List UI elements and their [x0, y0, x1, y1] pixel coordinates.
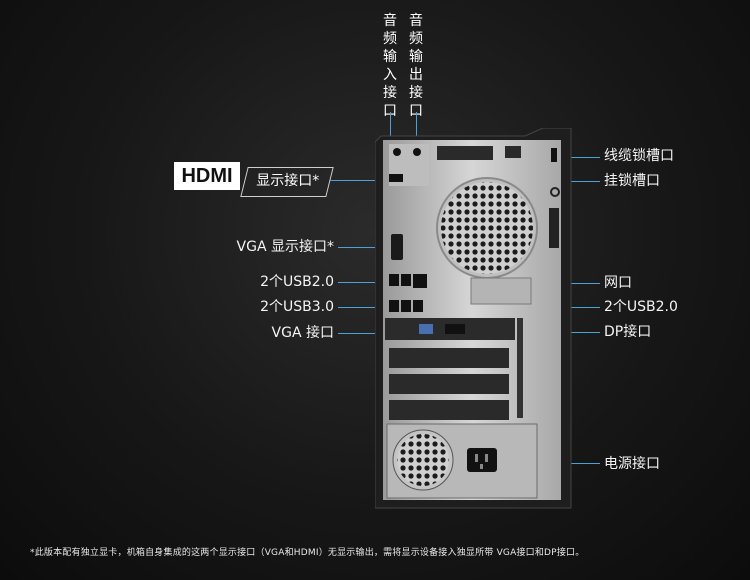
cable-lock-leader	[556, 157, 600, 158]
usb20-left-label: 2个USB2.0	[260, 274, 334, 290]
hdmi-leader	[330, 180, 392, 181]
hdmi-display-label: 显示接口*	[240, 167, 334, 197]
audio-out-leader	[416, 112, 417, 148]
vga-port-leader	[338, 333, 396, 334]
pc-tower-rear-image	[375, 128, 572, 509]
vga-display-label: VGA 显示接口*	[236, 239, 334, 255]
network-label: 网口	[604, 275, 632, 291]
hdmi-badge: HDMI	[174, 162, 240, 190]
padlock-label: 挂锁槽口	[604, 173, 660, 189]
usb20-left-leader	[338, 282, 390, 283]
footnote-text: *此版本配有独立显卡，机箱自身集成的这两个显示接口（VGA和HDMI）无显示输出…	[30, 548, 585, 558]
usb30-left-leader	[338, 307, 390, 308]
usb30-left-label: 2个USB3.0	[260, 299, 334, 315]
audio-in-leader	[390, 112, 391, 148]
vga-port-label: VGA 接口	[271, 325, 334, 341]
usb20-right-label: 2个USB2.0	[604, 299, 678, 315]
vga-display-leader	[338, 247, 394, 248]
power-label: 电源接口	[604, 456, 660, 472]
audio-out-label: 音频输出接口	[409, 13, 423, 119]
cable-lock-label: 线缆锁槽口	[604, 148, 674, 164]
audio-in-label: 音频输入接口	[383, 13, 397, 119]
padlock-leader	[556, 181, 600, 182]
dp-label: DP接口	[604, 324, 652, 340]
